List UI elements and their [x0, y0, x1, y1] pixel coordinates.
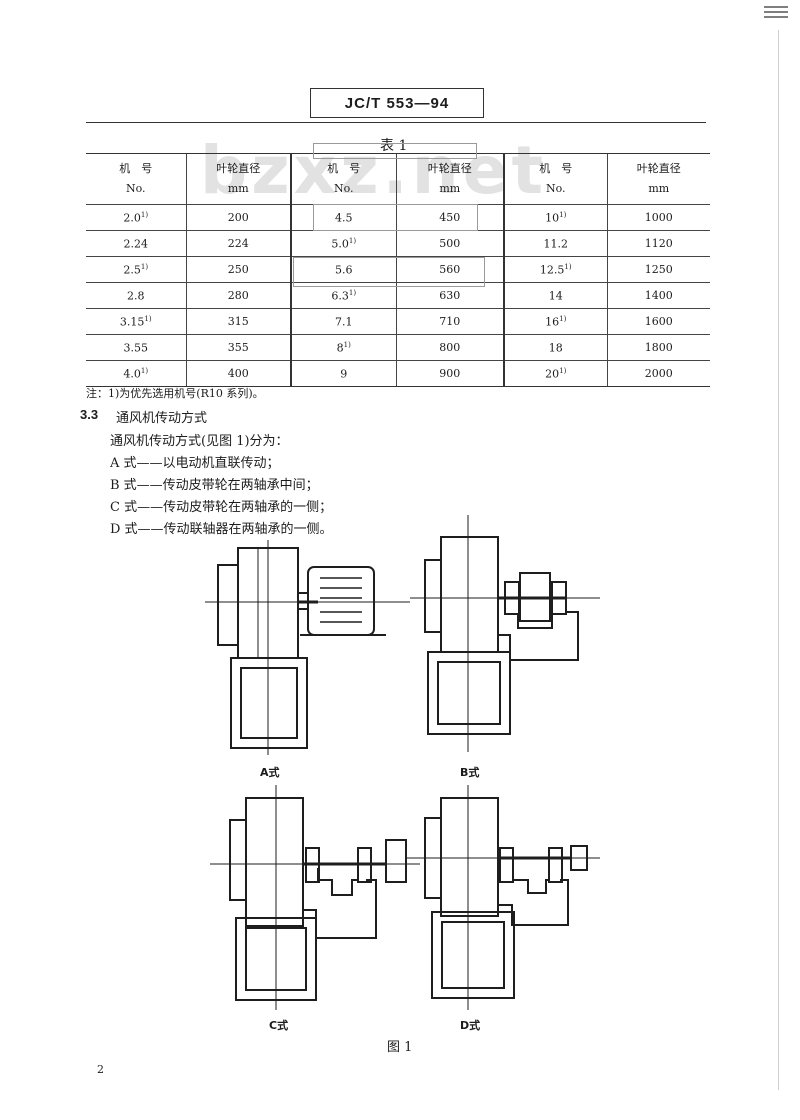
table-row: 2.51) 250 5.6 560 12.51) 1250 [86, 256, 710, 283]
page-number: 2 [97, 1063, 104, 1076]
drive-type-d: D 式——传动联轴器在两轴承的一侧。 [110, 522, 333, 537]
highlight-box [313, 143, 477, 159]
page-edge-line [778, 30, 779, 1090]
table-row: 2.01) 200 4.5 450 101) 1000 [86, 204, 710, 231]
fan-type-a-drawing [217, 547, 386, 749]
fan-type-b-drawing [424, 536, 579, 735]
page-corner-icon [764, 6, 788, 18]
figure-caption: 图 1 [387, 1040, 413, 1055]
drive-type-c: C 式——传动皮带轮在两轴承的一侧； [110, 500, 333, 515]
figure-label-d: D式 [460, 1019, 481, 1032]
table-row: 3.55 355 81) 800 18 1800 [86, 334, 710, 361]
table-row: 4.01) 400 9 900 201) 2000 [86, 360, 710, 387]
figure-label-a: A式 [260, 766, 280, 779]
figure-label-b: B式 [460, 766, 480, 779]
section-intro: 通风机传动方式(见图 1)分为： [110, 434, 289, 449]
figure-label-c: C式 [269, 1019, 289, 1032]
table-title: 表 1 [380, 138, 408, 154]
standard-code: JC/T 553—94 [310, 88, 484, 118]
drive-type-a: A 式——以电动机直联传动； [110, 456, 280, 471]
table-row: 2.24 224 5.01) 500 11.2 1120 [86, 230, 710, 257]
fan-type-c-drawing [229, 797, 407, 1001]
highlight-box [293, 257, 485, 287]
header-rule [86, 122, 706, 123]
table-row: 3.151) 315 7.1 710 161) 1600 [86, 308, 710, 335]
fan-type-d-drawing [424, 797, 588, 999]
table-note: 注：1)为优先选用机号(R10 系列)。 [86, 387, 264, 400]
section-title: 通风机传动方式 [116, 411, 208, 426]
section-number: 3.3 [80, 407, 99, 422]
drive-type-b: B 式——传动皮带轮在两轴承中间； [110, 478, 319, 493]
highlight-box [313, 204, 478, 231]
